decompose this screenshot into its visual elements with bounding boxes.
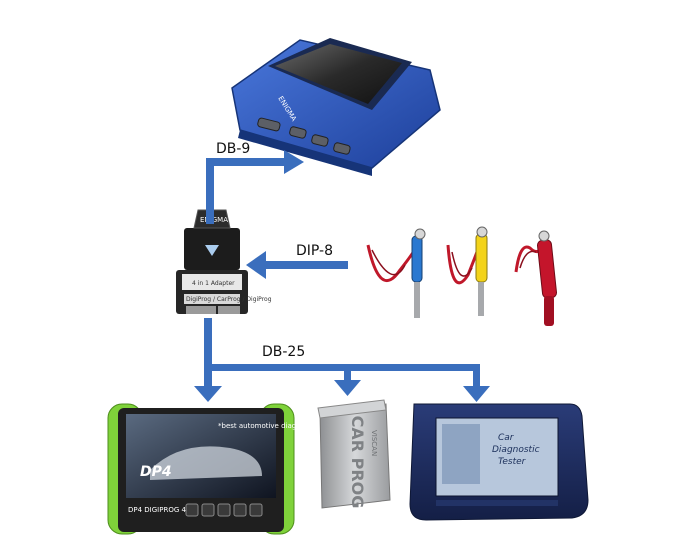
digiprog-device: Car Diagnostic Tester (409, 403, 589, 521)
db25-arrow-bus (204, 364, 480, 371)
adapter-plate (182, 274, 242, 290)
dp4-car-image (150, 446, 262, 480)
carprog-logo-label: CAR PROG (348, 416, 367, 509)
four-in-one-adapter: ENIGMA Tool 4 in 1 Adapter DigiProg / Ca… (176, 209, 272, 314)
dp4-device: *best automotive diagnostic tool on mark… (107, 403, 375, 535)
digiprog-screen-line2: Diagnostic (492, 445, 540, 455)
dip8-clip-cables (366, 226, 557, 326)
enigma-ports (257, 117, 351, 155)
db25-arrow-head-carprog (334, 380, 361, 396)
db25-arrow-head-dp4 (194, 386, 222, 402)
dip8-label: DIP-8 (296, 243, 333, 259)
db9-arrow-shaft-horizontal (206, 158, 286, 166)
dp4-screen-text: *best automotive diagnostic tool on mark… (218, 422, 375, 430)
db9-arrow-head (284, 150, 304, 174)
adapter-top-label: ENIGMA Tool (200, 216, 244, 224)
digiprog-screen-line1: Car (498, 433, 515, 443)
blue-clip-cable (366, 228, 426, 318)
db9-label: DB-9 (216, 141, 250, 157)
dp4-buttons (185, 503, 263, 517)
digiprog-screen-line3: Tester (498, 457, 527, 467)
db25-arrow-shaft (204, 318, 212, 374)
enigma-device: ENIGMA (231, 38, 441, 176)
yellow-clip-cable (446, 226, 488, 316)
dip8-arrow-shaft (264, 261, 348, 269)
dp4-logo-label: DP4 DIGIPROG 4 (128, 506, 186, 514)
dp4-screen-logo: DP4 (140, 464, 172, 480)
adapter-plate-label: 4 in 1 Adapter (192, 280, 235, 287)
arrows (194, 150, 490, 402)
carprog-device: CAR PROG VISCAN (317, 399, 391, 509)
carprog-side-label: VISCAN (370, 430, 378, 456)
db25-arrow-head-digiprog (463, 386, 490, 402)
db9-arrow-shaft (206, 158, 214, 224)
enigma-screen (275, 44, 402, 104)
red-clip-cable (514, 230, 557, 326)
adapter-sub-label: DigiProg / CarProg / DigiProg (186, 296, 272, 303)
db25-label: DB-25 (262, 344, 305, 360)
digiprog-screen-graphic (442, 424, 480, 484)
dip8-arrow-head (246, 251, 266, 279)
